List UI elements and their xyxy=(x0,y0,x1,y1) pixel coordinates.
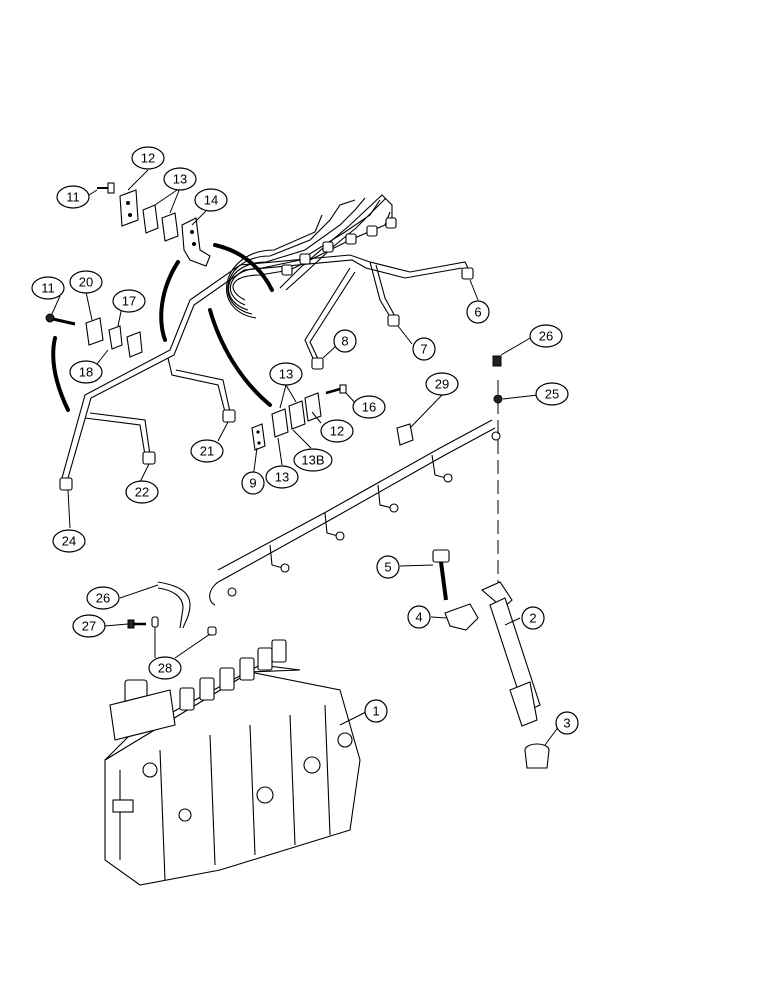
callout-24: 25 xyxy=(535,382,569,406)
svg-text:21: 21 xyxy=(200,444,214,459)
callout-1: 1 xyxy=(364,699,388,723)
svg-text:16: 16 xyxy=(362,400,376,415)
callout-13B: 13B xyxy=(293,448,333,472)
callout-21: 22 xyxy=(125,480,159,504)
svg-text:17: 17 xyxy=(122,294,136,309)
callout-13: 13 xyxy=(163,167,197,191)
svg-text:5: 5 xyxy=(384,560,391,575)
svg-text:13: 13 xyxy=(173,172,187,187)
svg-text:2: 2 xyxy=(529,611,536,626)
assembly-brackets xyxy=(51,243,274,412)
svg-text:20: 20 xyxy=(79,275,93,290)
injector-assembly xyxy=(432,355,550,769)
callout-28: 28 xyxy=(148,656,182,680)
callout-17: 17 xyxy=(112,289,146,313)
callout-7: 7 xyxy=(412,337,436,361)
svg-text:11: 11 xyxy=(66,190,80,205)
svg-text:13: 13 xyxy=(279,367,293,382)
svg-text:28: 28 xyxy=(158,661,172,676)
svg-text:11: 11 xyxy=(41,281,55,296)
svg-text:24: 24 xyxy=(62,534,76,549)
callout-26: 26 xyxy=(86,586,120,610)
callout-3: 3 xyxy=(555,711,579,735)
callout-20: 21 xyxy=(190,439,224,463)
clamp-hardware-middle xyxy=(251,384,347,451)
svg-text:26: 26 xyxy=(539,329,553,344)
callout-19: 20 xyxy=(69,270,103,294)
svg-text:8: 8 xyxy=(341,334,348,349)
svg-text:26: 26 xyxy=(96,591,110,606)
svg-text:7: 7 xyxy=(420,342,427,357)
callout-18: 18 xyxy=(69,360,103,384)
leader-lines xyxy=(51,169,560,746)
svg-text:29: 29 xyxy=(435,377,449,392)
svg-text:13: 13 xyxy=(275,470,289,485)
callouts: 11 12 13 14 11 20 17 18 6 7 8 13 16 12 2… xyxy=(31,146,579,735)
svg-text:18: 18 xyxy=(79,365,93,380)
svg-text:1: 1 xyxy=(372,704,379,719)
callout-25: 26 xyxy=(529,324,563,348)
svg-text:3: 3 xyxy=(563,716,570,731)
callout-8: 8 xyxy=(333,329,357,353)
callout-16: 16 xyxy=(352,395,386,419)
callout-11: 11 xyxy=(56,185,90,209)
callout-2: 2 xyxy=(521,606,545,630)
callout-14: 14 xyxy=(194,188,228,212)
callout-12: 12 xyxy=(131,146,165,170)
clamp-hardware xyxy=(45,182,211,358)
callout-13: 13 xyxy=(265,465,299,489)
svg-text:12: 12 xyxy=(330,424,344,439)
svg-text:6: 6 xyxy=(474,305,481,320)
svg-text:4: 4 xyxy=(415,610,422,625)
leak-off-line xyxy=(127,419,501,636)
svg-text:14: 14 xyxy=(204,193,218,208)
callout-12: 12 xyxy=(320,419,354,443)
callout-13: 13 xyxy=(269,362,303,386)
svg-text:27: 27 xyxy=(82,619,96,634)
injection-pump xyxy=(104,639,361,886)
callout-4: 4 xyxy=(407,605,431,629)
callout-27: 27 xyxy=(72,614,106,638)
callout-11: 11 xyxy=(31,276,65,300)
svg-text:22: 22 xyxy=(135,485,149,500)
callout-9: 9 xyxy=(241,471,265,495)
callout-5: 5 xyxy=(376,555,400,579)
svg-text:12: 12 xyxy=(141,151,155,166)
svg-text:13B: 13B xyxy=(301,453,324,468)
svg-text:9: 9 xyxy=(249,476,256,491)
svg-text:25: 25 xyxy=(545,387,559,402)
callout-29: 29 xyxy=(425,372,459,396)
callout-22: 24 xyxy=(52,529,86,553)
callout-6: 6 xyxy=(466,300,490,324)
